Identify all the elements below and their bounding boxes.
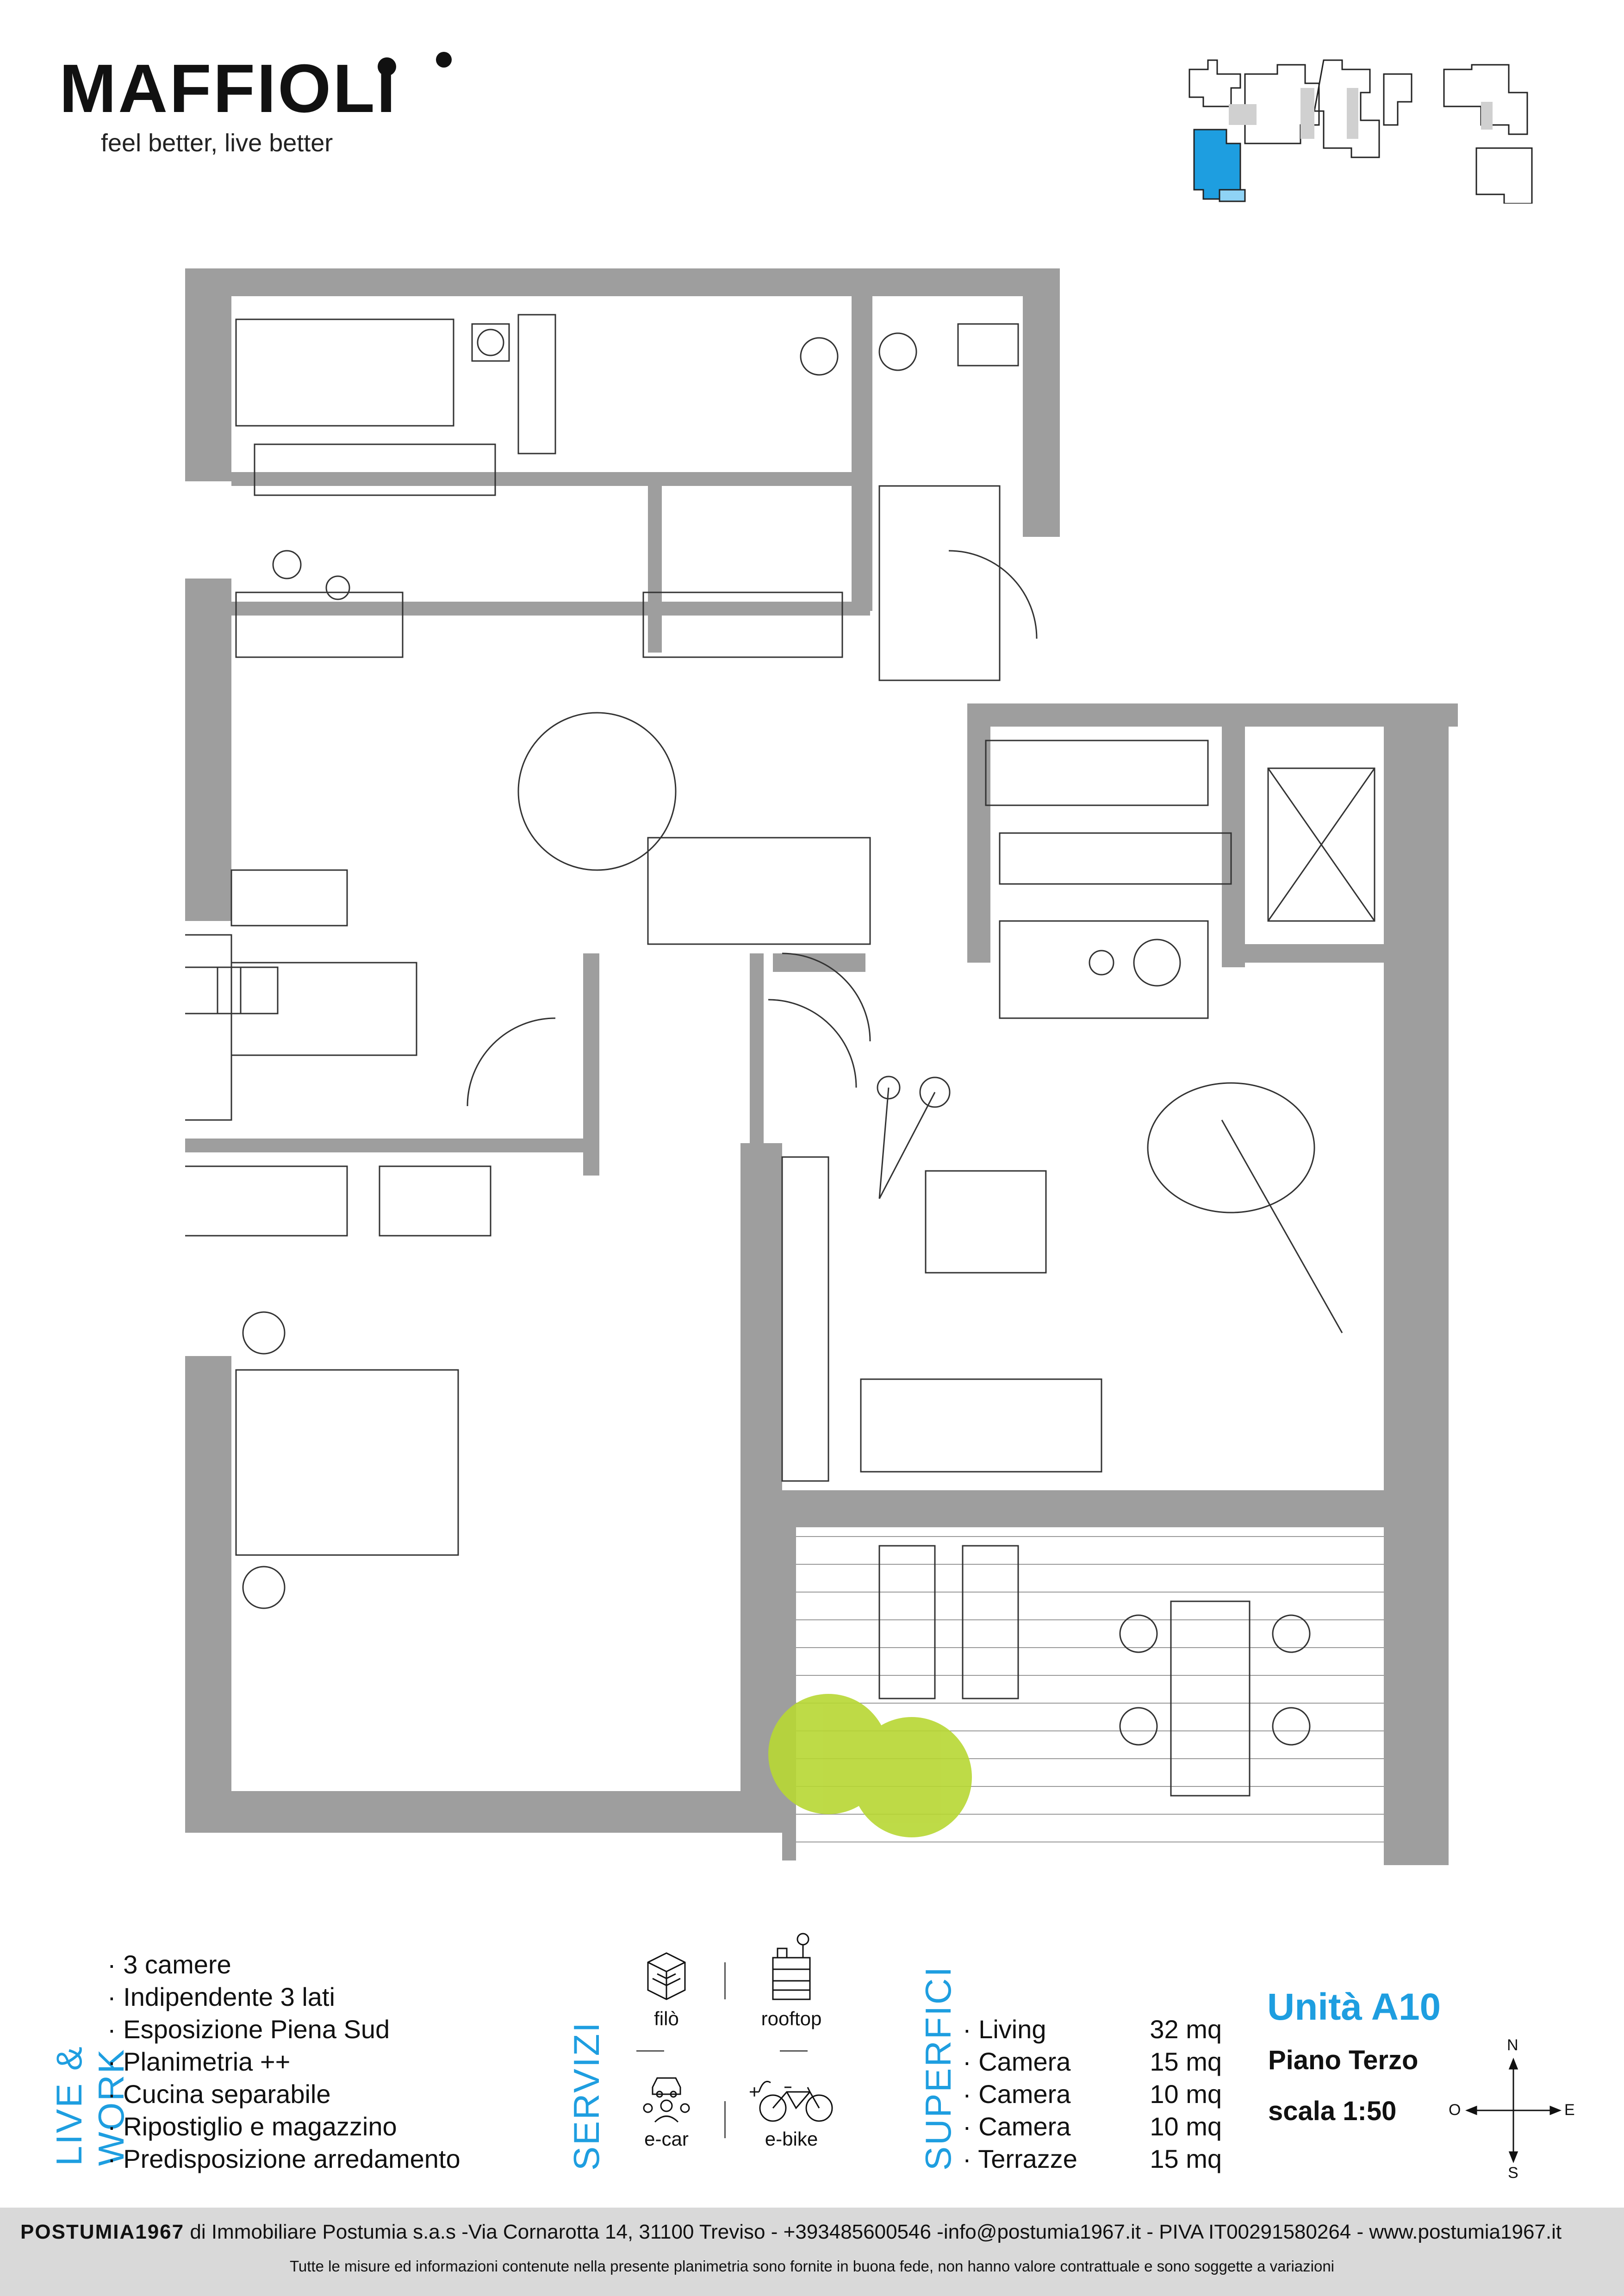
surface-row: Camera 10 mq: [963, 2078, 1222, 2110]
surface-label: Camera: [963, 2046, 1070, 2078]
plants: [768, 1694, 972, 1837]
servizi-title: SERVIZI: [566, 2021, 607, 2171]
brand-tagline: feel better, live better: [101, 129, 333, 157]
service-filo: filò: [616, 1944, 717, 2030]
feature-list: 3 camere Indipendente 3 lati Esposizione…: [107, 1948, 460, 2175]
compass-north: N: [1507, 2036, 1518, 2054]
logo-dot: [436, 52, 452, 68]
service-rooftop: rooftop: [740, 1930, 842, 2030]
surface-label: Terrazze: [963, 2143, 1077, 2175]
footer-details: di Immobiliare Postumia s.a.s -Via Corna…: [190, 2221, 1562, 2243]
feature-item: Indipendente 3 lati: [107, 1981, 460, 2013]
footer-disclaimer: Tutte le misure ed informazioni contenut…: [289, 2258, 1335, 2275]
service-e-bike: e-bike: [740, 2069, 842, 2150]
surface-value: 15 mq: [1150, 2047, 1222, 2076]
feature-item: Planimetria ++: [107, 2046, 460, 2078]
surface-label: Living: [963, 2013, 1046, 2046]
service-e-car: e-car: [616, 2069, 717, 2150]
surface-row: Camera 15 mq: [963, 2046, 1222, 2078]
compass-west: O: [1449, 2101, 1461, 2119]
feature-item: Esposizione Piena Sud: [107, 2013, 460, 2046]
service-label: e-bike: [765, 2128, 818, 2150]
surface-row: Living 32 mq: [963, 2013, 1222, 2046]
service-label: e-car: [644, 2128, 689, 2150]
surface-value: 10 mq: [1150, 2112, 1222, 2141]
brand-logo: MAFFIOLI feel better, live better: [59, 50, 452, 157]
compass-east: E: [1564, 2101, 1575, 2119]
divider: [724, 2101, 726, 2138]
logo-dot: [378, 57, 396, 76]
feature-item: Cucina separabile: [107, 2078, 460, 2110]
walls: [185, 268, 1458, 1865]
surface-label: Camera: [963, 2078, 1070, 2110]
divider: [780, 2050, 808, 2052]
feature-item: Predisposizione arredamento: [107, 2143, 460, 2175]
surface-label: Camera: [963, 2110, 1070, 2143]
footer-contact: POSTUMIA1967 di Immobiliare Postumia s.a…: [20, 2221, 1562, 2244]
brand-name: MAFFIOLI: [59, 50, 398, 127]
surface-row: Camera 10 mq: [963, 2110, 1222, 2143]
cube-grid-icon: [647, 1952, 686, 2000]
superfici-title: SUPERFICI: [918, 1965, 958, 2171]
unit-title: Unità A10: [1267, 1986, 1441, 2028]
scale-label: scala 1:50: [1268, 2096, 1397, 2126]
surface-row: Terrazze 15 mq: [963, 2143, 1222, 2175]
compass: N S E O: [1449, 2036, 1578, 2182]
footer: POSTUMIA1967 di Immobiliare Postumia s.a…: [0, 2208, 1624, 2296]
footer-company: POSTUMIA1967: [20, 2221, 185, 2243]
surface-table: Living 32 mq Camera 15 mq Camera 10 mq C…: [963, 2013, 1222, 2175]
e-car-icon: [643, 2077, 690, 2123]
service-label: filò: [654, 2008, 679, 2029]
key-plan: [1188, 59, 1533, 204]
service-label: rooftop: [761, 2008, 822, 2029]
feature-item: Ripostiglio e magazzino: [107, 2110, 460, 2143]
unit-highlight: [1193, 129, 1241, 200]
floor-plan: [185, 268, 1458, 1865]
surface-value: 15 mq: [1150, 2144, 1222, 2173]
divider: [636, 2050, 664, 2052]
feature-item: 3 camere: [107, 1948, 460, 1981]
rooftop-icon: [772, 1933, 811, 2000]
compass-south: S: [1508, 2164, 1518, 2182]
divider: [724, 1962, 726, 1999]
surface-value: 10 mq: [1150, 2079, 1222, 2109]
surface-value: 32 mq: [1150, 2015, 1222, 2044]
e-bike-icon: [750, 2081, 833, 2122]
furniture: [185, 314, 1384, 1842]
compass-rose-icon: [1465, 2057, 1562, 2164]
floor-label: Piano Terzo: [1268, 2045, 1419, 2075]
